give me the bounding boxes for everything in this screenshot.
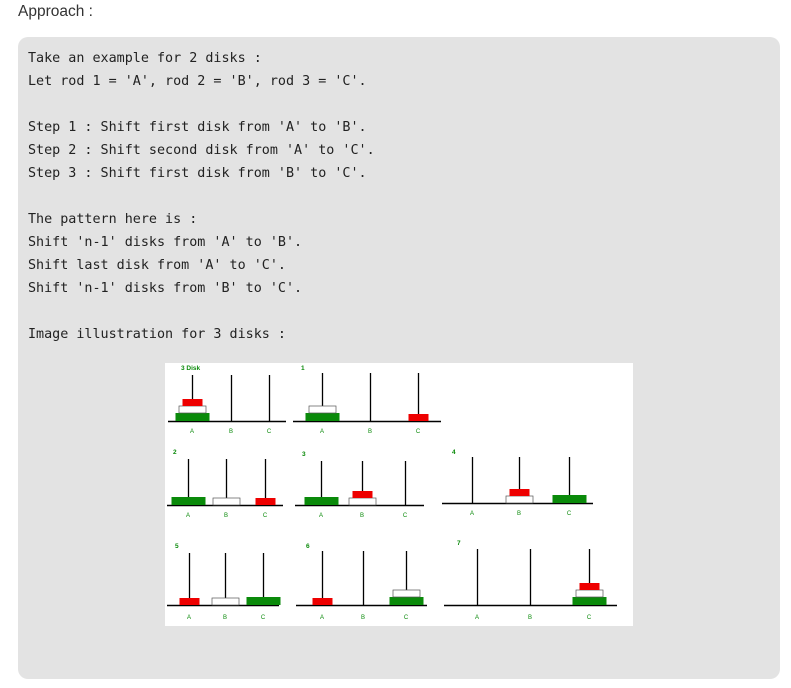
small-disk xyxy=(579,583,600,590)
rod-label: A xyxy=(320,429,324,435)
medium-disk xyxy=(575,589,604,598)
rod-label: B xyxy=(528,615,532,621)
rod-label: C xyxy=(587,615,592,621)
step-label: 3 Disk xyxy=(181,365,201,372)
medium-disk xyxy=(178,405,207,414)
step-label: 6 xyxy=(306,543,310,550)
rod-label: C xyxy=(404,615,409,621)
code-line: Step 3 : Shift first disk from 'B' to 'C… xyxy=(28,166,367,181)
small-disk xyxy=(408,414,429,421)
code-line: Shift 'n-1' disks from 'A' to 'B'. xyxy=(28,235,303,250)
large-disk xyxy=(304,497,339,505)
code-line: Let rod 1 = 'A', rod 2 = 'B', rod 3 = 'C… xyxy=(28,74,367,89)
code-line xyxy=(28,185,375,208)
medium-disk xyxy=(348,497,377,506)
small-disk xyxy=(179,598,200,605)
large-disk xyxy=(246,597,281,605)
code-line xyxy=(28,300,375,323)
rod-label: B xyxy=(368,429,372,435)
code-line: Shift 'n-1' disks from 'B' to 'C'. xyxy=(28,281,303,296)
code-line xyxy=(28,93,375,116)
rod-label: A xyxy=(187,615,191,621)
rod-label: C xyxy=(567,511,572,517)
rod-label: A xyxy=(186,513,190,519)
rod-label: B xyxy=(517,511,521,517)
medium-disk xyxy=(308,405,337,414)
rod-label: B xyxy=(223,615,227,621)
code-line: Take an example for 2 disks : xyxy=(28,51,262,66)
small-disk xyxy=(509,489,530,496)
step-label: 3 xyxy=(302,451,306,458)
step-label: 2 xyxy=(173,449,177,456)
section-heading: Approach : xyxy=(18,3,93,20)
rod-label: C xyxy=(261,615,266,621)
step-label: 4 xyxy=(452,449,456,456)
code-line: Image illustration for 3 disks : xyxy=(28,327,286,342)
code-text: Take an example for 2 disks : Let rod 1 … xyxy=(28,47,375,346)
rod-label: B xyxy=(360,513,364,519)
medium-disk xyxy=(392,589,421,598)
rod-label: C xyxy=(267,429,272,435)
small-disk xyxy=(255,498,276,505)
code-line: Shift last disk from 'A' to 'C'. xyxy=(28,258,286,273)
step-label: 5 xyxy=(175,543,179,550)
large-disk xyxy=(175,413,210,421)
large-disk xyxy=(305,413,340,421)
rod-label: A xyxy=(475,615,479,621)
rod-label: C xyxy=(263,513,268,519)
rod-label: A xyxy=(190,429,194,435)
rod-label: B xyxy=(229,429,233,435)
rod-label: C xyxy=(416,429,421,435)
code-line: Step 1 : Shift first disk from 'A' to 'B… xyxy=(28,120,367,135)
step-label: 7 xyxy=(457,540,461,547)
rod-label: A xyxy=(319,513,323,519)
rod-label: C xyxy=(403,513,408,519)
code-line: Step 2 : Shift second disk from 'A' to '… xyxy=(28,143,375,158)
rod-label: A xyxy=(320,615,324,621)
code-line: The pattern here is : xyxy=(28,212,198,227)
small-disk xyxy=(312,598,333,605)
small-disk xyxy=(182,399,203,406)
large-disk xyxy=(572,597,607,605)
rod-label: B xyxy=(224,513,228,519)
step-label: 1 xyxy=(301,365,305,372)
rod-label: A xyxy=(470,511,474,517)
large-disk xyxy=(389,597,424,605)
small-disk xyxy=(352,491,373,498)
medium-disk xyxy=(211,597,240,606)
rod-label: B xyxy=(361,615,365,621)
large-disk xyxy=(552,495,587,503)
medium-disk xyxy=(212,497,241,506)
large-disk xyxy=(171,497,206,505)
medium-disk xyxy=(505,495,534,504)
